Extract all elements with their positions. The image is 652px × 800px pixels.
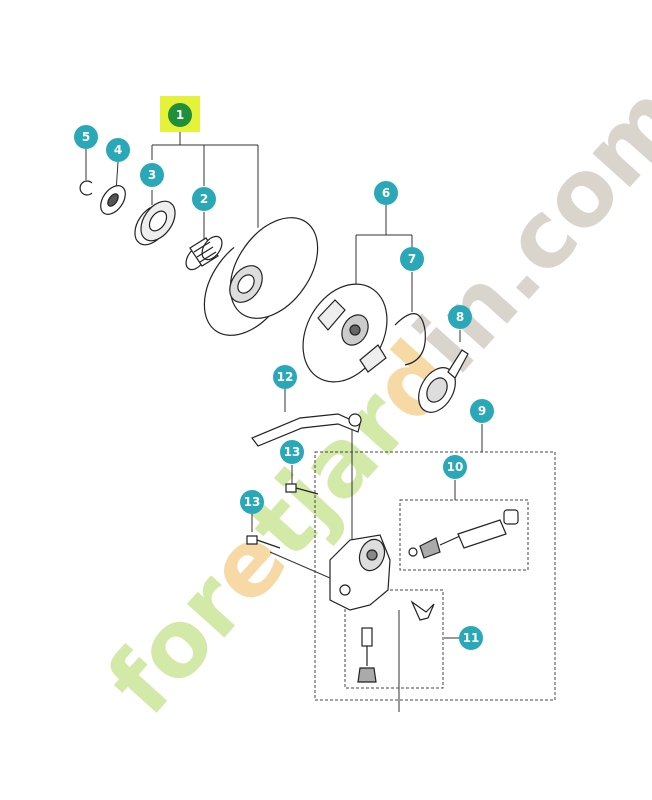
group-box-11 <box>344 589 444 689</box>
part-6-clutch <box>302 283 388 383</box>
callout-label: 7 <box>408 252 416 266</box>
callout-label: 11 <box>463 631 480 645</box>
callout-badge <box>280 440 304 464</box>
callout-c6: 6 <box>374 181 398 205</box>
callout-badge <box>470 399 494 423</box>
part-12-lever <box>251 413 361 447</box>
callout-badge <box>374 181 398 205</box>
callout-badge <box>273 365 297 389</box>
callout-label: 9 <box>478 404 486 418</box>
callout-c9: 9 <box>470 399 494 423</box>
callout-label: 8 <box>456 310 464 324</box>
callout-badge <box>459 626 483 650</box>
callout-c2: 2 <box>192 187 216 211</box>
callout-badge <box>400 247 424 271</box>
callout-badge <box>106 138 130 162</box>
part-11-screw <box>357 600 435 683</box>
callout-c1: 1 <box>168 103 192 127</box>
callout-c5: 5 <box>74 125 98 149</box>
callout-badge <box>192 187 216 211</box>
callout-label: 10 <box>447 460 464 474</box>
callout-label: 1 <box>176 108 184 122</box>
callout-c7: 7 <box>400 247 424 271</box>
callout-badge <box>168 103 192 127</box>
callout-label: 4 <box>114 143 122 157</box>
group-boxes <box>314 451 556 701</box>
callout-c12: 12 <box>273 365 297 389</box>
callout-label: 13 <box>284 445 301 459</box>
part-13-screw-a <box>285 483 319 495</box>
callout-c4: 4 <box>106 138 130 162</box>
callout-badge <box>240 490 264 514</box>
callout-label: 3 <box>148 168 156 182</box>
callout-label: 2 <box>200 192 208 206</box>
callout-c13a: 13 <box>280 440 304 464</box>
callout-c3: 3 <box>140 163 164 187</box>
part-10-plunger <box>408 509 519 559</box>
watermark-part-5: in.com <box>395 65 652 393</box>
part-1-clutch-drum <box>203 217 319 336</box>
callout-c8: 8 <box>448 305 472 329</box>
callout-badge <box>448 305 472 329</box>
callout-label: 5 <box>82 130 90 144</box>
callout-label: 12 <box>277 370 294 384</box>
group-box-10 <box>399 499 529 571</box>
group-box-9 <box>314 451 556 701</box>
part-5-clip <box>79 180 93 196</box>
callout-c13b: 13 <box>240 490 264 514</box>
callout-label: 6 <box>382 186 390 200</box>
part-7-spring <box>394 313 426 366</box>
callout-badge <box>74 125 98 149</box>
callout-c10: 10 <box>443 455 467 479</box>
part-9-oil-pump <box>329 534 391 611</box>
part-13-screw-b <box>246 535 281 549</box>
callout-c11: 11 <box>459 626 483 650</box>
parts <box>79 180 519 683</box>
callout-badge <box>443 455 467 479</box>
part-2-bearing <box>185 235 223 271</box>
callout-label: 13 <box>244 495 261 509</box>
part-8-gear <box>418 349 469 413</box>
callout-badge <box>140 163 164 187</box>
